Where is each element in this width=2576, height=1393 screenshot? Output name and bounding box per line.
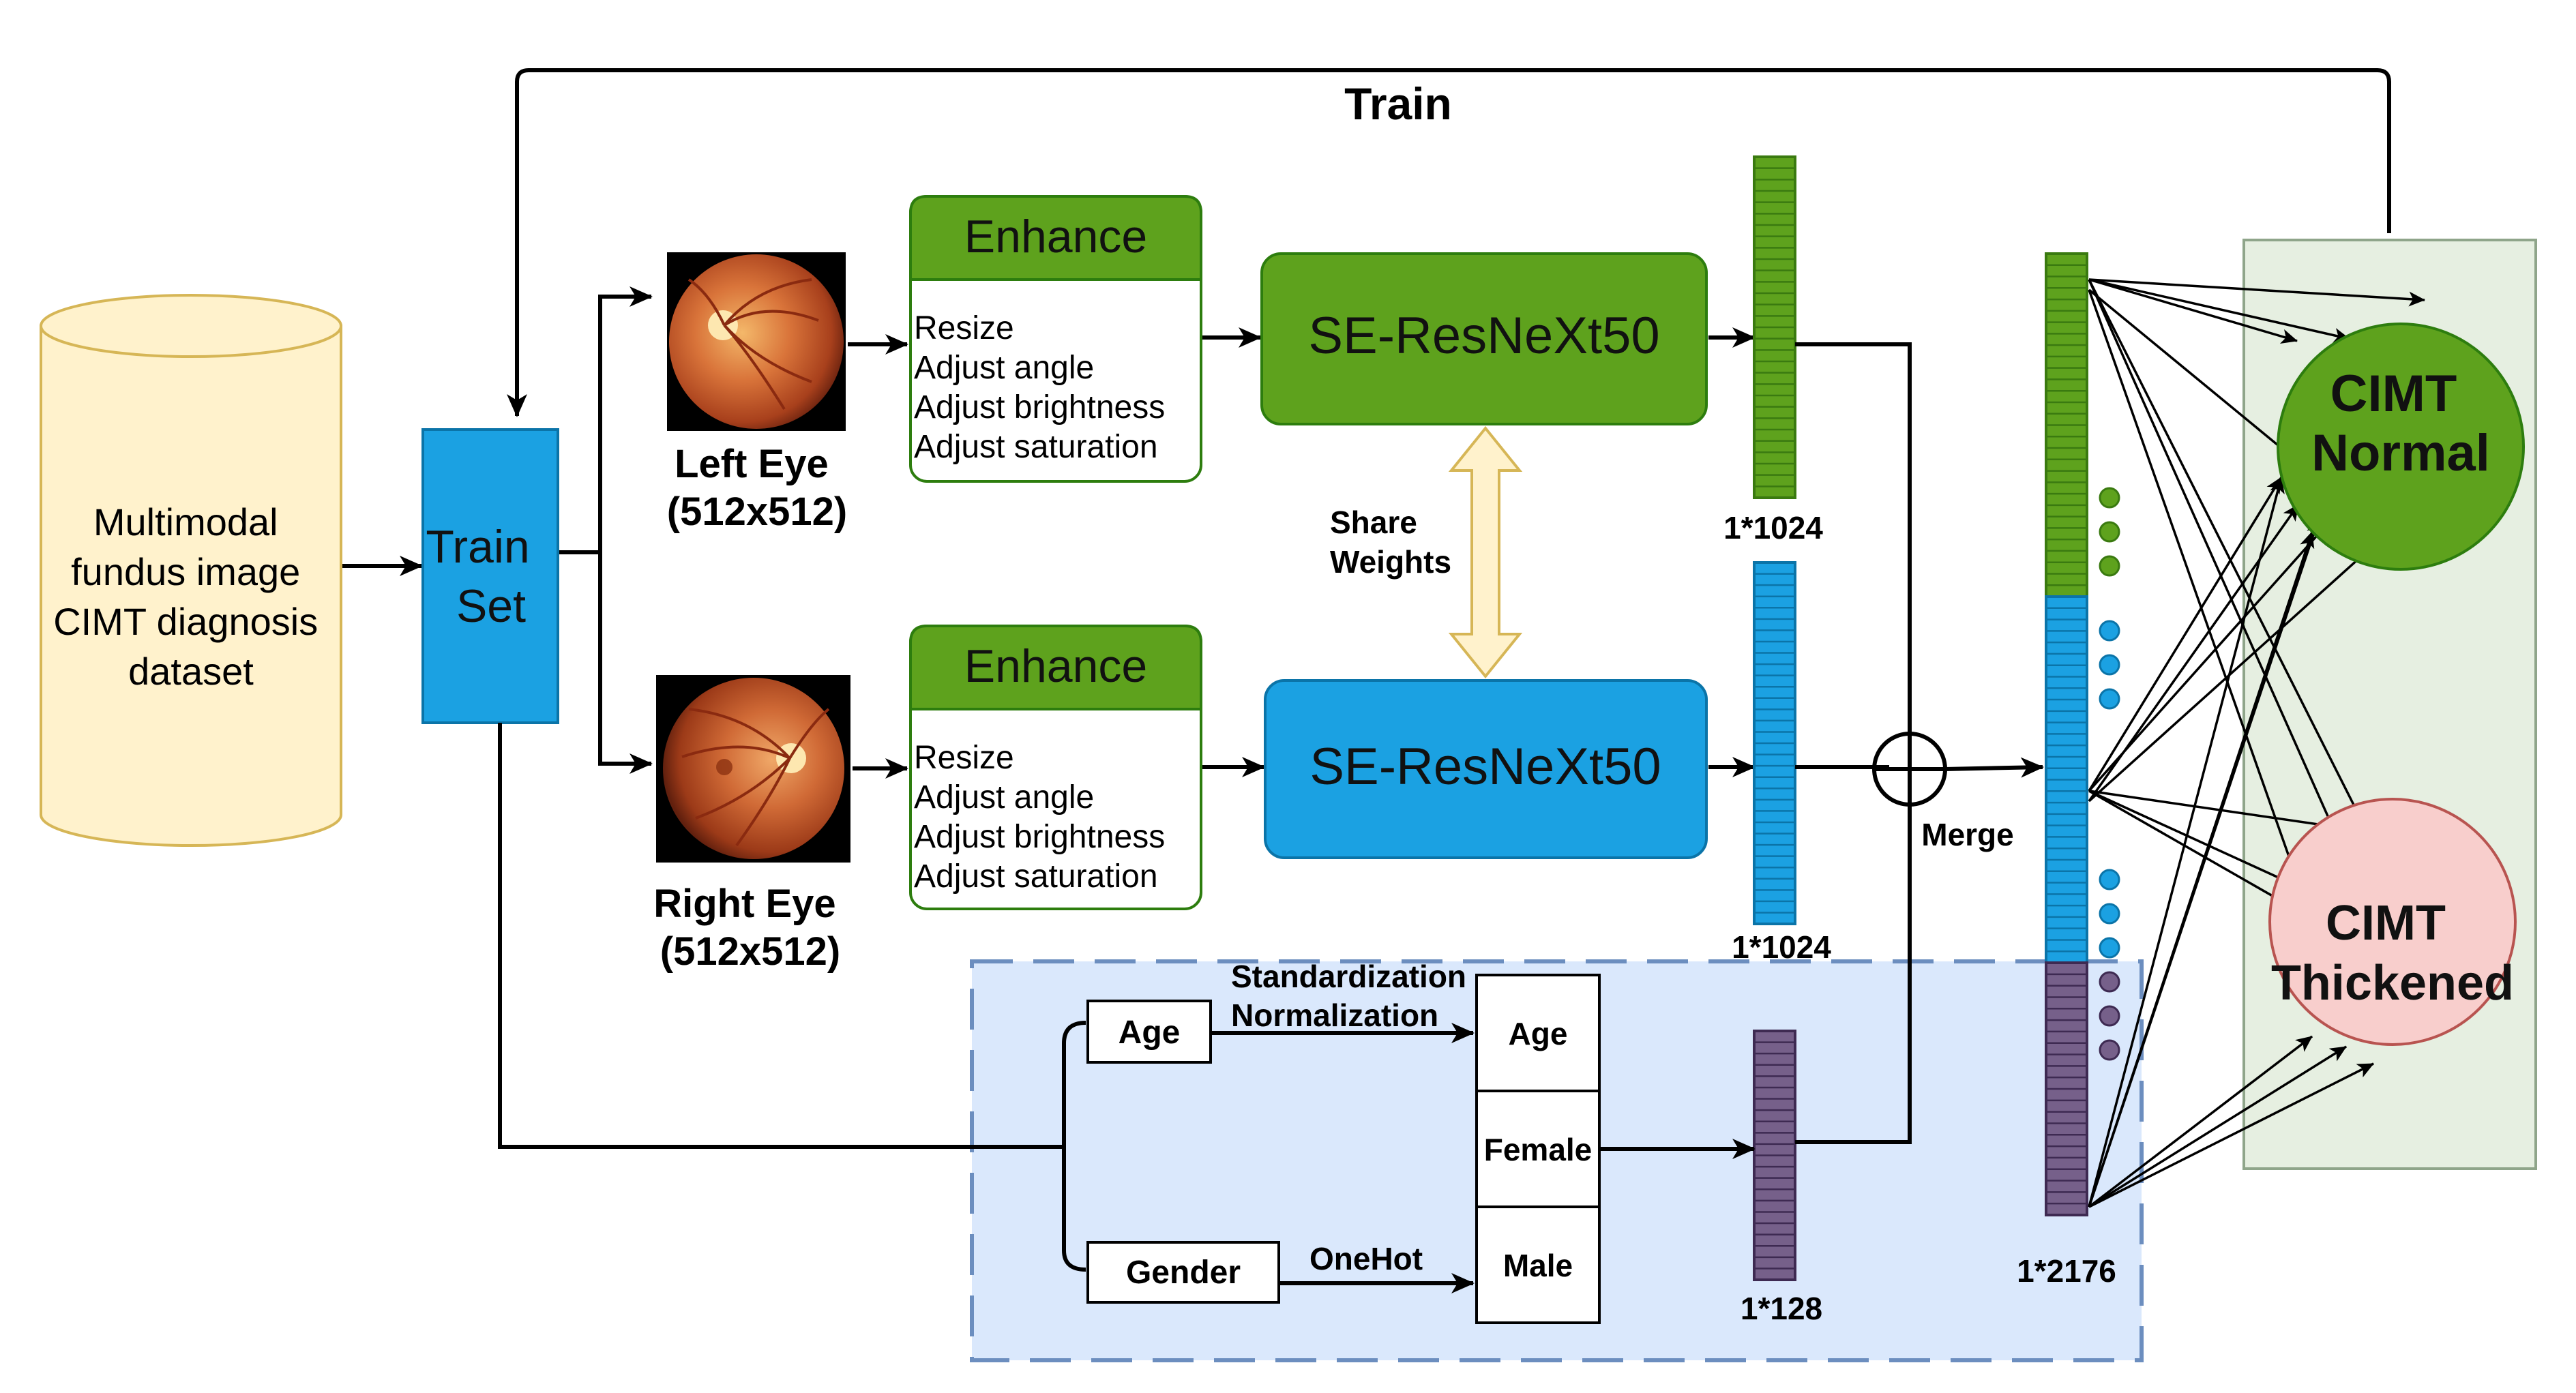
ellipsis-dot [2099,903,2120,925]
share-weights-label: Share Weights [1330,505,1451,580]
gender-input-box [1086,1241,1280,1304]
fc-arrow [2088,477,2285,1208]
ellipsis-dot [2099,1005,2120,1027]
train-label: Train [1344,78,1452,129]
fc-arrow [2088,790,2347,834]
trainset-to-right-eye-arrow [598,552,653,774]
feature-merged-dim: 1*2176 [2017,1253,2116,1289]
meta-feature-to-merge-line [1795,795,1912,1144]
fc-arrow [2088,790,2292,908]
ellipsis-dot [2099,521,2120,543]
enhance-box-bottom [909,625,1202,910]
meta-encoding-table [1475,974,1601,1324]
fc-arrow [2088,279,2368,831]
feature-meta-dim: 1*128 [1741,1291,1822,1326]
table-row-female: Female [1484,1132,1593,1167]
fc-arrow [2088,278,2425,307]
train-set-label: Train Set [426,521,542,632]
fc-arrow [2088,289,2299,880]
output-thickened-label: CIMT Thickened [2271,896,2514,1010]
feature-vector-left [1753,155,1796,499]
fc-arrow [2088,288,2310,472]
merge-to-combined-arrow [1944,757,2044,778]
enhance-steps-top: Resize Adjust angle Adjust brightness Ad… [914,310,1174,465]
feature-left-dim: 1*1024 [1723,510,1823,545]
ellipsis-dot [2099,1039,2120,1061]
fc-arrow [2088,477,2283,792]
enhance-title-bottom: Enhance [964,640,1147,692]
dataset-cylinder [40,294,342,847]
left-feature-to-merge-line [1795,342,1912,755]
combined-vector [2045,252,2088,1216]
feature-vector-right [1753,561,1796,925]
output-thickened-node [2268,798,2517,1046]
train-set-box [421,428,559,724]
ellipsis-dot [2099,688,2120,710]
dataset-label: Multimodal fundus image CIMT diagnosis d… [53,500,329,693]
fc-connections [2088,278,2425,1208]
merge-symbol [1872,732,1947,807]
right-eye-image [656,675,850,863]
fc-arrow [2088,278,2298,344]
age-input-label: Age [1119,1015,1181,1051]
left-eye-image [667,252,846,431]
ellipsis-dot [2099,487,2120,509]
age-transform-label: Standardization Normalization [1231,959,1475,1033]
left-eye-label: Left Eye (512x512) [667,442,847,534]
output-normal-node [2277,323,2525,571]
ellipsis-dots [2099,487,2120,1061]
fc-arrow [2088,1045,2347,1208]
trainset-to-metadata-line [498,723,1064,1149]
fc-arrow [2088,503,2300,803]
enhance-title-top: Enhance [964,211,1147,263]
merge-label: Merge [1921,817,2013,852]
ellipsis-dot [2099,654,2120,676]
backbone-bottom-label: SE-ResNeXt50 [1309,738,1661,796]
fc-arrow [2088,1035,2313,1208]
ellipsis-dot [2099,869,2120,890]
backbone-top-label: SE-ResNeXt50 [1308,307,1659,365]
fc-arrow [2088,278,2350,343]
feature-right-dim: 1*1024 [1732,929,1831,965]
train-loop-arrow [507,68,2391,417]
fc-arrow [2088,1062,2374,1208]
feature-vector-meta [1753,1030,1796,1281]
backbone-bottom [1264,679,1708,859]
gender-transform-label: OneHot [1309,1241,1423,1276]
backbone-top [1260,252,1708,425]
ellipsis-dot [2099,971,2120,993]
ellipsis-dot [2099,620,2120,642]
age-input-box [1086,1000,1212,1064]
enhance-box-top [909,195,1202,483]
metadata-split-bracket [1062,1021,1086,1272]
ellipsis-dot [2099,555,2120,577]
enhance-steps-bottom: Resize Adjust angle Adjust brightness Ad… [914,740,1174,895]
fc-arrow [2088,544,2375,803]
ellipsis-dot [2099,937,2120,959]
fc-arrow [2088,531,2315,1208]
right-eye-label: Right Eye (512x512) [653,882,847,974]
table-row-male: Male [1503,1248,1573,1283]
share-weights-arrow [1448,425,1523,679]
output-normal-label: CIMT Normal [2311,365,2490,482]
gender-input-label: Gender [1126,1255,1241,1291]
table-row-age: Age [1509,1016,1568,1051]
trainset-to-left-eye-arrow [559,286,653,554]
fc-arrow [2088,790,2306,891]
fc-arrow [2088,279,2341,843]
